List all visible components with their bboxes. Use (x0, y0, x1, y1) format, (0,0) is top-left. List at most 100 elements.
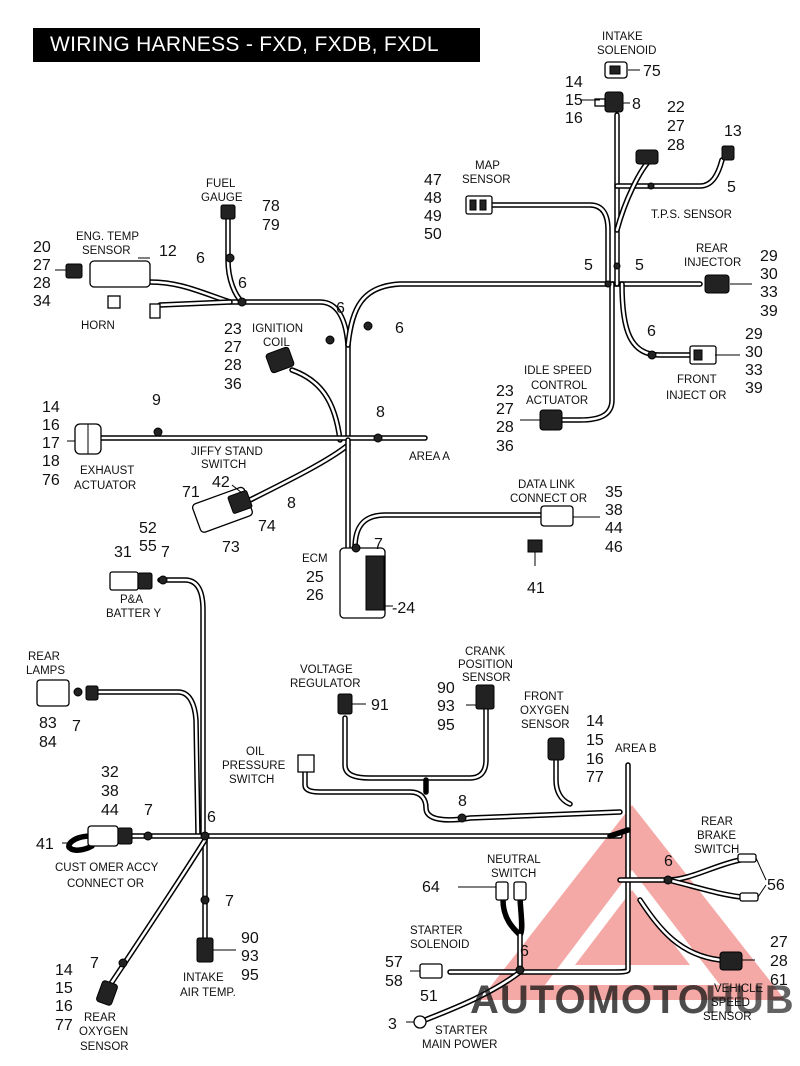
callout-16-rear: 16 (55, 998, 73, 1015)
vehicle-speed-part (719, 951, 743, 971)
label-front-injector: FRONT (677, 374, 717, 386)
callout-12: 12 (159, 243, 177, 260)
front-injector-part (689, 345, 717, 365)
callout-55: 55 (139, 538, 157, 555)
label-voltage-regulator: VOLTAGE (300, 664, 353, 676)
callout-14-rear: 14 (55, 962, 73, 979)
callout-33-rear: 33 (760, 284, 778, 301)
callout-32: 32 (101, 764, 119, 781)
callout-8-oil: 8 (458, 793, 467, 810)
callout-5-mid-b: 5 (635, 257, 644, 274)
callout-91: 91 (371, 697, 389, 714)
harness-wires (66, 112, 745, 1023)
callout-24: -24 (392, 600, 415, 617)
clip-markers (73, 182, 673, 975)
callout-36-idle: 36 (496, 438, 514, 455)
callout-9: 9 (152, 392, 161, 409)
ignition-coil-part (265, 346, 295, 374)
label-ignition-coil: IGNITION (252, 323, 303, 335)
label-map-sensor-2: SENSOR (462, 174, 511, 186)
exhaust-actuator-part (74, 423, 102, 455)
callout-90-crank: 90 (437, 680, 455, 697)
callout-29-rear: 29 (760, 248, 778, 265)
callout-33-front: 33 (745, 362, 763, 379)
label-fuel-gauge: FUEL (206, 178, 236, 190)
callout-5-tps: 5 (727, 179, 736, 196)
label-area-b: AREA B (615, 743, 657, 755)
callout-93-crank: 93 (437, 698, 455, 715)
callout-27-coil: 27 (224, 339, 242, 356)
callout-42: 42 (212, 474, 230, 491)
callout-27-a: 27 (667, 118, 685, 135)
callout-50: 50 (424, 226, 442, 243)
callout-28-vss: 28 (770, 953, 788, 970)
callout-7-bat: 7 (161, 544, 170, 561)
label-exhaust-actuator-2: ACTUATOR (74, 480, 136, 492)
label-neutral-switch-2: SWITCH (491, 868, 536, 880)
neutral-switch-part (495, 881, 527, 901)
callout-83: 83 (39, 715, 57, 732)
callout-14-top: 14 (565, 74, 583, 91)
callout-57: 57 (385, 954, 403, 971)
callout-28-coil: 28 (224, 357, 242, 374)
callout-15-front: 15 (586, 732, 604, 749)
label-rear-oxygen-2: OXYGEN (79, 1026, 128, 1038)
starter-solenoid-part (419, 963, 443, 979)
callout-30-front: 30 (745, 344, 763, 361)
callout-6-coil-b: 6 (395, 320, 404, 337)
label-vehicle-speed-2: SPEED (711, 997, 750, 1009)
label-starter-main-power: STARTER (435, 1025, 488, 1037)
callout-95-iat: 95 (241, 967, 259, 984)
callout-14-front: 14 (586, 713, 604, 730)
fuel-gauge-connector (220, 204, 236, 220)
watermark-logo (480, 805, 785, 1000)
callout-56: 56 (767, 877, 785, 894)
customer-accy-part (87, 825, 133, 847)
callout-52: 52 (139, 520, 157, 537)
eng-temp-sensor-part (65, 260, 151, 288)
callout-77-rear: 77 (55, 1017, 73, 1034)
watermark-left: AUTOMOTO (470, 978, 710, 1022)
callout-6-brake: 6 (664, 853, 673, 870)
label-eng-temp-2: SENSOR (82, 245, 131, 257)
label-starter-main-power-2: MAIN POWER (422, 1039, 497, 1051)
callout-93-iat: 93 (241, 948, 259, 965)
label-rear-injector: REAR (696, 243, 728, 255)
rear-oxygen-part (96, 980, 118, 1006)
callout-74: 74 (258, 518, 276, 535)
label-jiffy-stand-2: SWITCH (201, 459, 246, 471)
callout-41-dlc: 41 (527, 580, 545, 597)
label-rear-oxygen: REAR (84, 1012, 116, 1024)
label-map-sensor: MAP (475, 160, 500, 172)
data-link-part (527, 505, 574, 566)
callout-51: 51 (420, 988, 438, 1005)
callout-25: 25 (306, 569, 324, 586)
callout-75: 75 (643, 63, 661, 80)
label-rear-brake-3: SWITCH (694, 844, 739, 856)
label-rear-lamps-2: LAMPS (26, 665, 65, 677)
callout-numbers: 75 14 15 16 8 22 27 28 13 5 47 48 49 50 … (33, 63, 788, 1034)
connector-22 (635, 149, 659, 165)
label-pa-battery: P&A (120, 594, 143, 606)
label-vehicle-speed: VEHICLE (714, 983, 764, 995)
label-front-oxygen-3: SENSOR (521, 719, 570, 731)
label-customer-accy-2: CONNECT OR (67, 878, 144, 890)
callout-35: 35 (605, 484, 623, 501)
label-customer-accy: CUST OMER ACCY (55, 862, 159, 874)
callout-16-exh: 16 (42, 417, 60, 434)
callout-64: 64 (422, 879, 440, 896)
label-area-a: AREA A (409, 451, 450, 463)
label-intake-air-temp-2: AIR TEMP. (180, 987, 236, 999)
callout-28-idle: 28 (496, 419, 514, 436)
label-idle-speed-3: ACTUATOR (526, 395, 588, 407)
callout-38-accy: 38 (101, 783, 119, 800)
pa-battery-part (109, 571, 153, 591)
callout-95-crank: 95 (437, 717, 455, 734)
callout-76-exh: 76 (42, 472, 60, 489)
label-rear-oxygen-3: SENSOR (80, 1041, 129, 1053)
label-ignition-coil-2: COIL (263, 337, 290, 349)
label-pa-battery-2: BATTER Y (106, 608, 161, 620)
callout-20: 20 (33, 239, 51, 256)
callout-22: 22 (667, 99, 685, 116)
